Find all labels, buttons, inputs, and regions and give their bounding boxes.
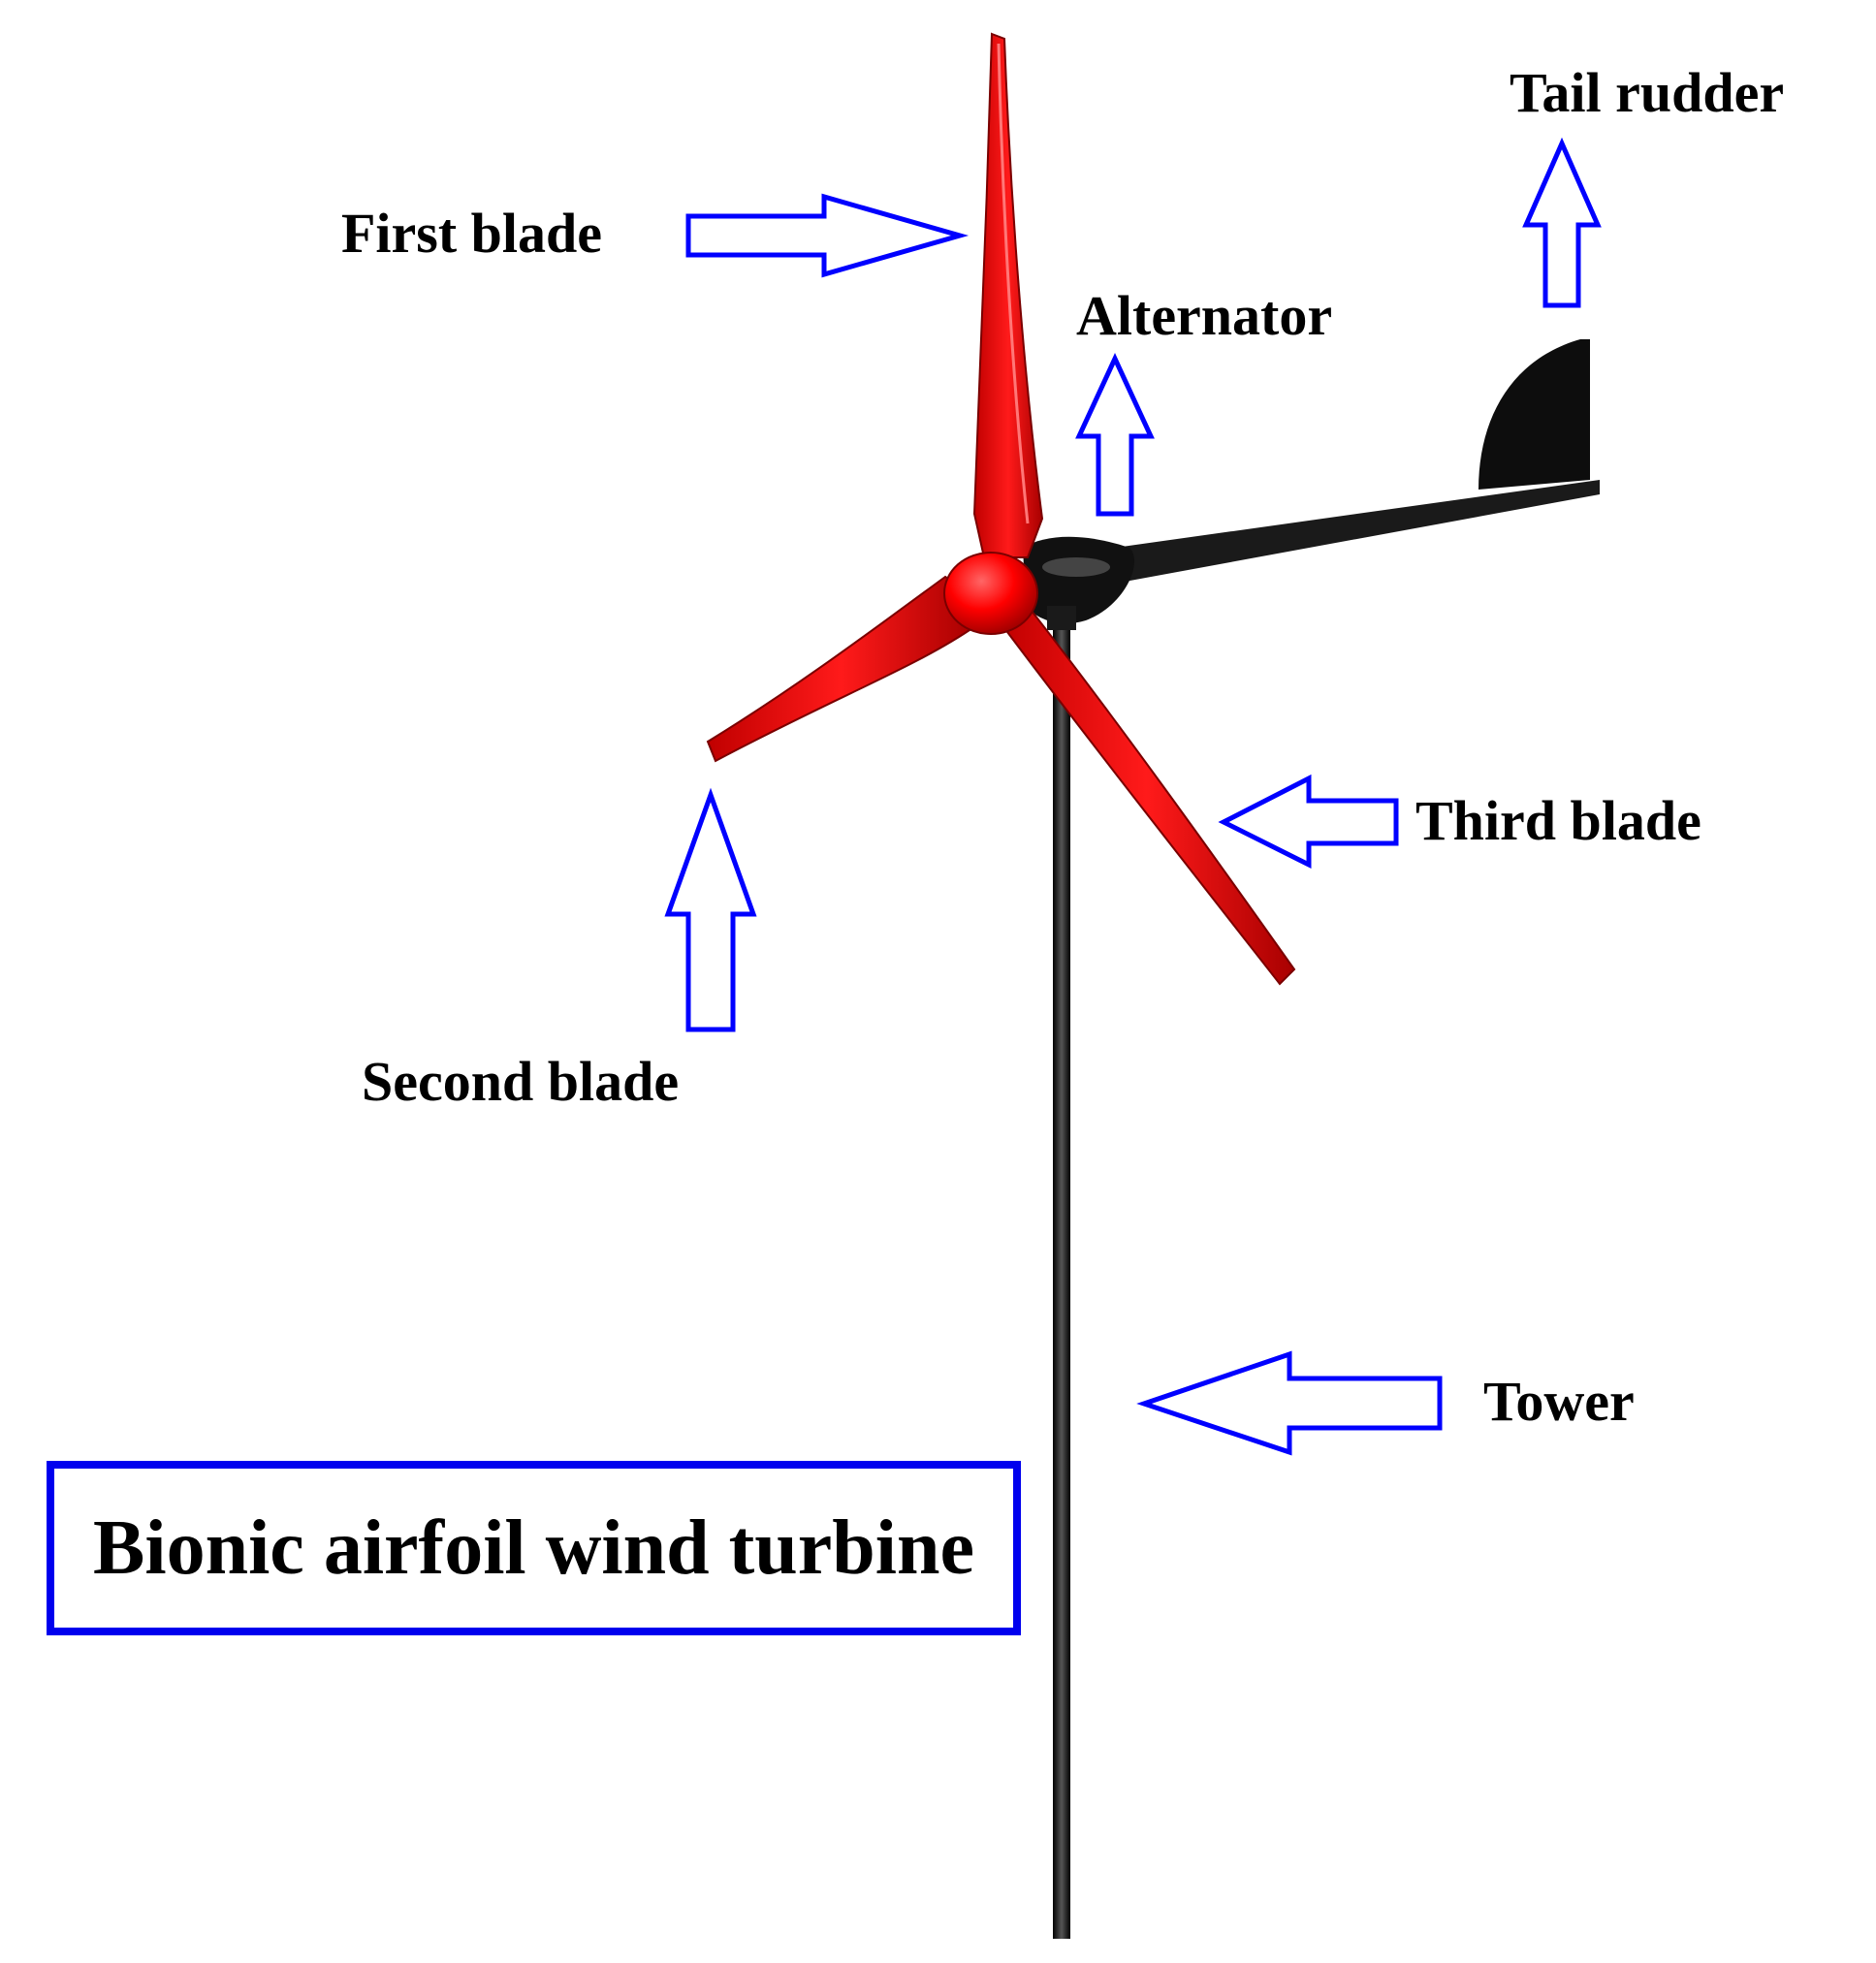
first-blade-arrow	[685, 193, 970, 278]
label-tail-rudder: Tail rudder	[1510, 61, 1784, 124]
second-blade-arrow	[664, 787, 757, 1032]
label-first-blade: First blade	[341, 202, 602, 265]
tower-pole	[1053, 611, 1070, 1939]
diagram-title: Bionic airfoil wind turbine	[93, 1504, 974, 1591]
first-blade-edge	[997, 43, 1030, 524]
title-box: Bionic airfoil wind turbine	[47, 1461, 1021, 1635]
alternator-arrow	[1075, 353, 1155, 517]
alternator-highlight	[1042, 557, 1110, 577]
third-blade	[997, 604, 1296, 986]
tail-rudder-fin	[1479, 339, 1590, 490]
tail-boom	[1115, 480, 1600, 582]
alternator-body	[1023, 536, 1134, 624]
second-blade	[706, 575, 976, 763]
rotor-hub	[943, 552, 1038, 635]
third-blade-arrow	[1218, 774, 1399, 870]
tower-top-joint	[1047, 606, 1076, 630]
label-second-blade: Second blade	[362, 1050, 679, 1113]
tail-rudder-arrow	[1522, 137, 1602, 308]
tower-arrow	[1136, 1350, 1443, 1456]
label-third-blade: Third blade	[1415, 789, 1701, 852]
label-alternator: Alternator	[1076, 284, 1332, 347]
label-tower: Tower	[1483, 1370, 1635, 1433]
